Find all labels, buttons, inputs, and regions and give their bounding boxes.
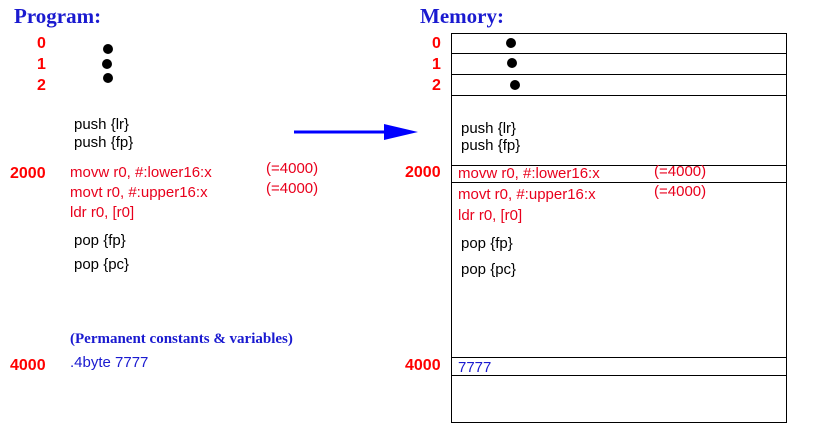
program-push-lr: push {lr} [74, 116, 130, 133]
memory-movt-note: (=4000) [654, 183, 707, 200]
memory-movw-note: (=4000) [654, 163, 707, 180]
memory-addr-0: 0 [432, 35, 441, 52]
ellipsis-dot-icon [507, 58, 517, 68]
memory-pop-fp: pop {fp} [461, 235, 513, 252]
program-pop-pc: pop {pc} [74, 256, 130, 273]
memory-movw: movw r0, #:lower16:x [458, 165, 600, 182]
ellipsis-dot-icon [506, 38, 516, 48]
memory-divider [451, 53, 787, 54]
program-addr-2: 2 [37, 77, 46, 94]
ellipsis-dot-icon [510, 80, 520, 90]
memory-block [451, 33, 787, 423]
memory-divider [451, 74, 787, 75]
memory-addr-2000: 2000 [405, 164, 441, 181]
program-movt-note: (=4000) [266, 180, 319, 197]
memory-value-4000: 7777 [458, 359, 492, 376]
program-pop-fp: pop {fp} [74, 232, 126, 249]
memory-addr-4000: 4000 [405, 357, 441, 374]
memory-movt: movt r0, #:upper16:x [458, 186, 596, 203]
program-addr-1: 1 [37, 56, 46, 73]
ellipsis-dot-icon [103, 44, 113, 54]
memory-ldr: ldr r0, [r0] [458, 207, 523, 224]
program-addr-0: 0 [37, 35, 46, 52]
program-movw-note: (=4000) [266, 160, 319, 177]
memory-addr-1: 1 [432, 56, 441, 73]
program-constants-note: (Permanent constants & variables) [70, 331, 293, 347]
memory-divider [451, 357, 787, 358]
program-title: Program: [14, 4, 102, 28]
memory-pop-pc: pop {pc} [461, 261, 517, 278]
program-ldr: ldr r0, [r0] [70, 204, 135, 221]
program-push-fp: push {fp} [74, 134, 134, 151]
memory-divider [451, 95, 787, 96]
ellipsis-dot-icon [103, 73, 113, 83]
program-data-line: .4byte 7777 [70, 354, 149, 371]
program-movt: movt r0, #:upper16:x [70, 184, 208, 201]
memory-divider [451, 375, 787, 376]
memory-push-fp: push {fp} [461, 137, 521, 154]
memory-title: Memory: [420, 4, 504, 28]
memory-divider [451, 182, 787, 183]
program-movw: movw r0, #:lower16:x [70, 164, 212, 181]
program-addr-2000: 2000 [10, 165, 46, 182]
program-addr-4000: 4000 [10, 357, 46, 374]
memory-addr-2: 2 [432, 77, 441, 94]
memory-push-lr: push {lr} [461, 120, 517, 137]
ellipsis-dot-icon [102, 59, 112, 69]
memory-divider [451, 165, 787, 166]
